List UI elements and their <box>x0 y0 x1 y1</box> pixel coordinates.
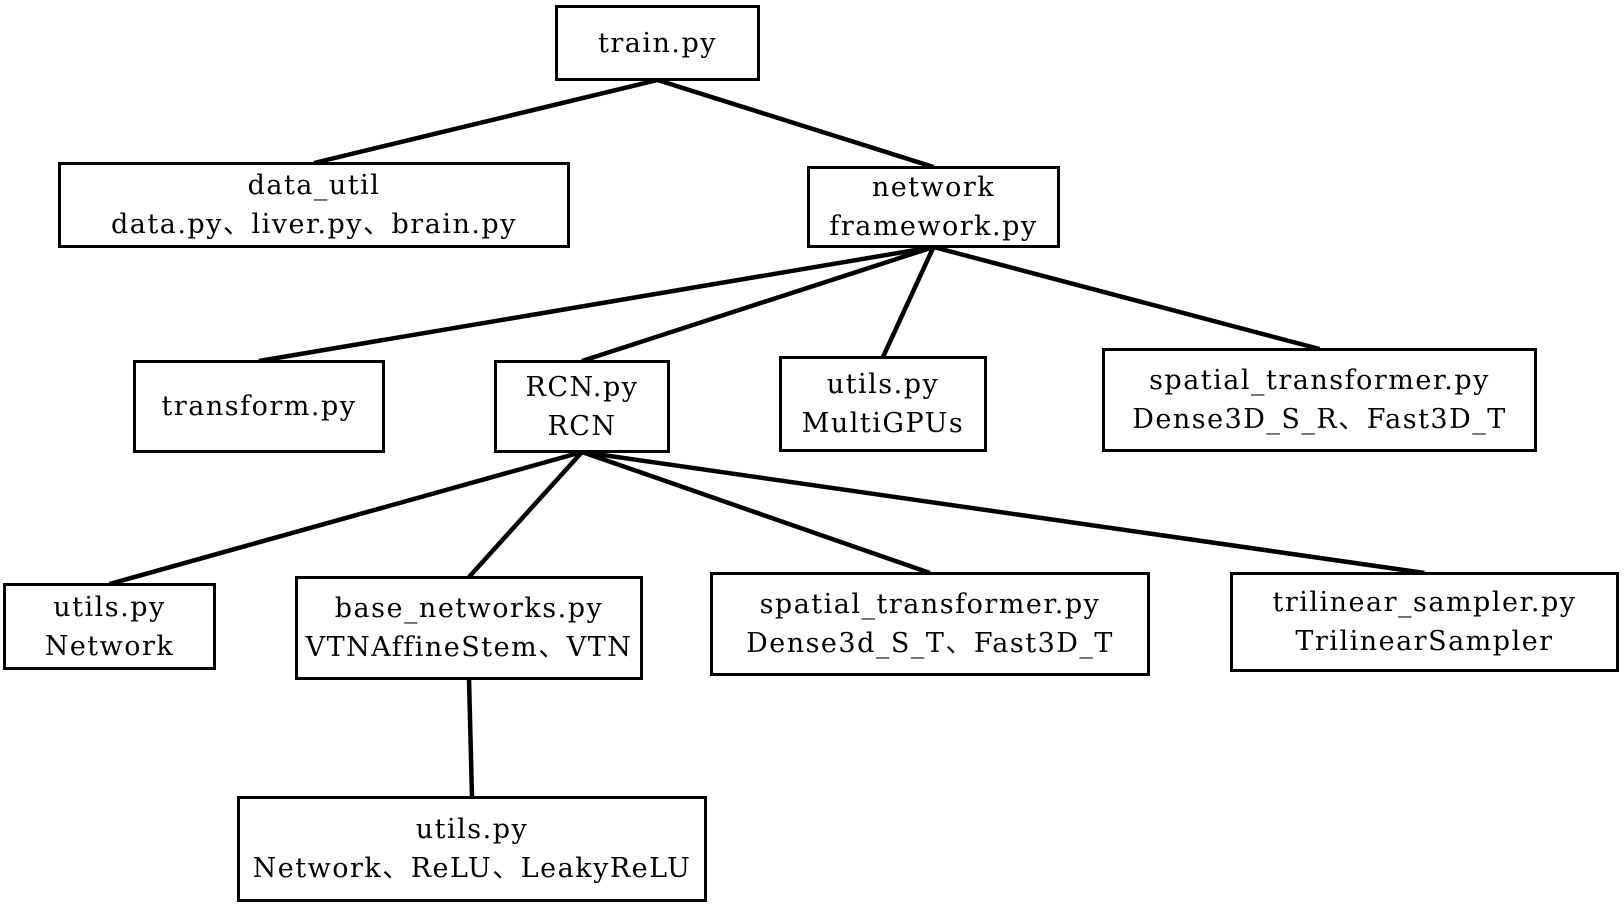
node-sublabel: VTNAffineStem、VTN <box>305 632 633 663</box>
node-sublabel: data.py、liver.py、brain.py <box>111 209 517 240</box>
edge-base_networks-to-utils_relu <box>466 678 475 798</box>
node-label: data_util <box>247 170 381 201</box>
node-sublabel: framework.py <box>829 211 1038 242</box>
edge-rcn-to-base_networks <box>467 450 584 579</box>
edge-rcn-to-utils_network <box>108 449 583 587</box>
node-transform-py: transform.py <box>133 360 385 453</box>
edge-network-to-transform <box>258 244 934 364</box>
node-data-util: data_util data.py、liver.py、brain.py <box>58 162 570 248</box>
edge-network-to-spatial_transformer_l3 <box>932 244 1321 352</box>
edge-network-to-rcn <box>581 244 935 364</box>
node-sublabel: RCN <box>547 410 617 442</box>
node-sublabel: TrilinearSampler <box>1295 626 1554 657</box>
node-sublabel: Dense3D_S_R、Fast3D_T <box>1132 404 1507 435</box>
node-trilinear-sampler: trilinear_sampler.py TrilinearSampler <box>1230 572 1619 672</box>
node-utils-relu: utils.py Network、ReLU、LeakyReLU <box>237 796 707 902</box>
node-label: train.py <box>598 27 717 59</box>
node-label: spatial_transformer.py <box>759 589 1101 620</box>
node-base-networks: base_networks.py VTNAffineStem、VTN <box>295 576 643 680</box>
node-spatial-transformer-dense3d-s-t: spatial_transformer.py Dense3d_S_T、Fast3… <box>710 572 1150 676</box>
node-spatial-transformer-dense3d-s-r: spatial_transformer.py Dense3D_S_R、Fast3… <box>1102 348 1537 452</box>
node-sublabel: Network、ReLU、LeakyReLU <box>252 853 692 884</box>
node-train-py: train.py <box>555 5 760 81</box>
node-label: transform.py <box>161 391 357 422</box>
node-utils-multigpus: utils.py MultiGPUs <box>779 356 987 452</box>
edge-train-to-network <box>656 77 935 170</box>
node-network-framework: network framework.py <box>807 166 1060 248</box>
node-label: spatial_transformer.py <box>1149 365 1490 396</box>
node-label: utils.py <box>826 369 940 400</box>
node-label: utils.py <box>53 591 166 623</box>
node-label: RCN.py <box>525 371 639 403</box>
node-utils-network: utils.py Network <box>3 583 216 670</box>
node-label: base_networks.py <box>334 593 604 624</box>
edge-rcn-to-spatial_transformer_l4 <box>581 449 931 576</box>
node-sublabel: MultiGPUs <box>801 408 965 439</box>
edge-rcn-to-trilinear_sampler <box>581 449 1425 576</box>
node-sublabel: Network <box>44 630 175 662</box>
node-label: utils.py <box>415 814 529 845</box>
node-label: network <box>871 172 996 203</box>
node-label: trilinear_sampler.py <box>1272 587 1577 618</box>
edge-train-to-data_util <box>313 77 659 166</box>
node-sublabel: Dense3d_S_T、Fast3D_T <box>746 628 1114 659</box>
edge-network-to-utils_multigpus <box>880 246 936 358</box>
node-rcn-py: RCN.py RCN <box>494 360 670 453</box>
